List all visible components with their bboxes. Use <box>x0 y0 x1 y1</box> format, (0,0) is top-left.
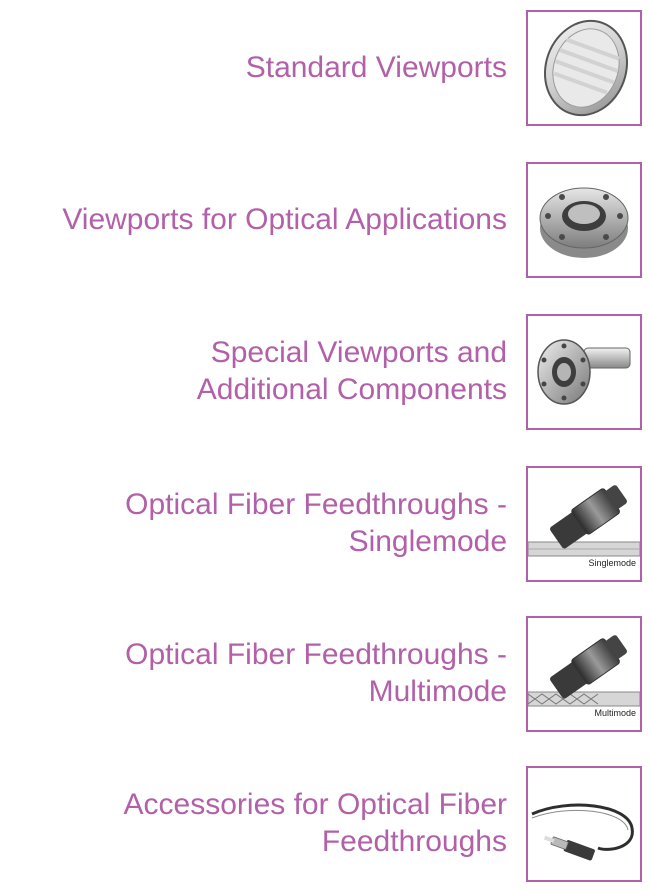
fiber-multimode-link[interactable]: Optical Fiber Feedthroughs - Multimode M… <box>0 614 650 732</box>
optical-viewports-link[interactable]: Viewports for Optical Applications <box>0 160 650 278</box>
standard-viewports-thumbnail[interactable] <box>526 10 642 126</box>
fiber-patch-cable-icon <box>531 803 634 861</box>
fiber-accessories-thumbnail[interactable] <box>526 766 642 882</box>
fiber-multimode-label: Optical Fiber Feedthroughs - Multimode <box>125 638 507 708</box>
fiber-singlemode-label: Optical Fiber Feedthroughs - Singlemode <box>125 488 507 558</box>
fiber-multimode-thumbnail[interactable]: Multimode <box>526 616 642 732</box>
fiber-feedthrough-connector-icon <box>528 635 640 707</box>
fiber-accessories-link[interactable]: Accessories for Optical Fiber Feedthroug… <box>0 764 650 882</box>
fiber-singlemode-link[interactable]: Optical Fiber Feedthroughs - Singlemode … <box>0 464 650 582</box>
special-viewports-link[interactable]: Special Viewports and Additional Compone… <box>0 312 650 430</box>
standard-viewports-link[interactable]: Standard Viewports <box>0 8 650 126</box>
optical-viewports-label: Viewports for Optical Applications <box>62 202 507 236</box>
fiber-singlemode-thumbnail[interactable]: Singlemode <box>526 466 642 582</box>
cf-flange-viewport-icon <box>539 187 629 258</box>
round-viewport-glass-icon <box>543 19 629 117</box>
flange-with-tube-icon <box>537 339 631 405</box>
special-viewports-thumbnail[interactable] <box>526 314 642 430</box>
fiber-feedthrough-connector-icon <box>528 485 640 557</box>
special-viewports-label: Special Viewports and Additional Compone… <box>196 336 507 406</box>
fiber-accessories-label: Accessories for Optical Fiber Feedthroug… <box>123 788 507 858</box>
optical-viewports-thumbnail[interactable] <box>526 162 642 278</box>
standard-viewports-label: Standard Viewports <box>245 50 507 84</box>
singlemode-tag: Singlemode <box>588 558 636 568</box>
multimode-tag: Multimode <box>594 708 636 718</box>
